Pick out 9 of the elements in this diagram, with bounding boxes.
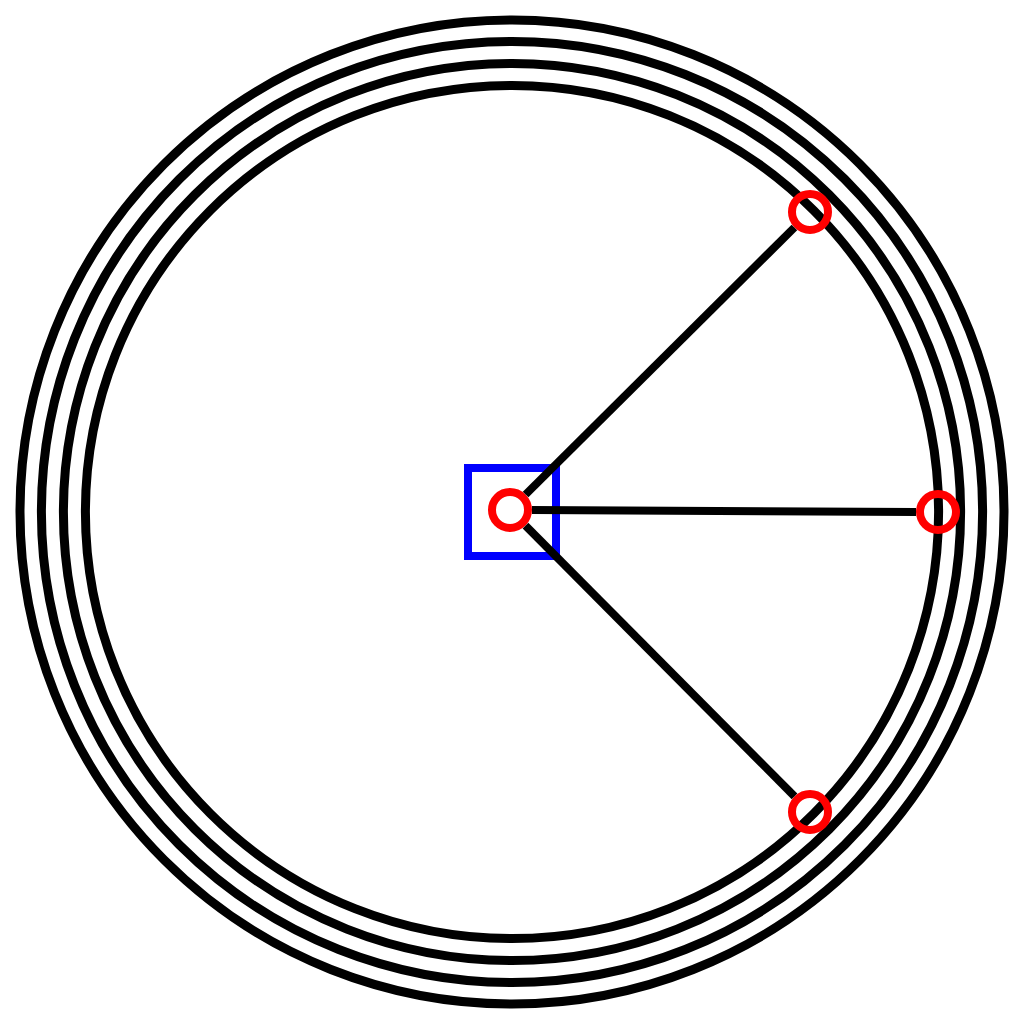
concentric-rings — [14, 14, 1010, 1010]
square-frame — [464, 464, 560, 560]
connector-line — [522, 522, 798, 800]
circle-marker — [916, 490, 960, 534]
connector-line — [532, 506, 916, 516]
circle-marker — [788, 790, 832, 834]
circle-marker — [488, 488, 532, 532]
circle-marker — [788, 190, 832, 234]
connector-line — [522, 224, 798, 498]
